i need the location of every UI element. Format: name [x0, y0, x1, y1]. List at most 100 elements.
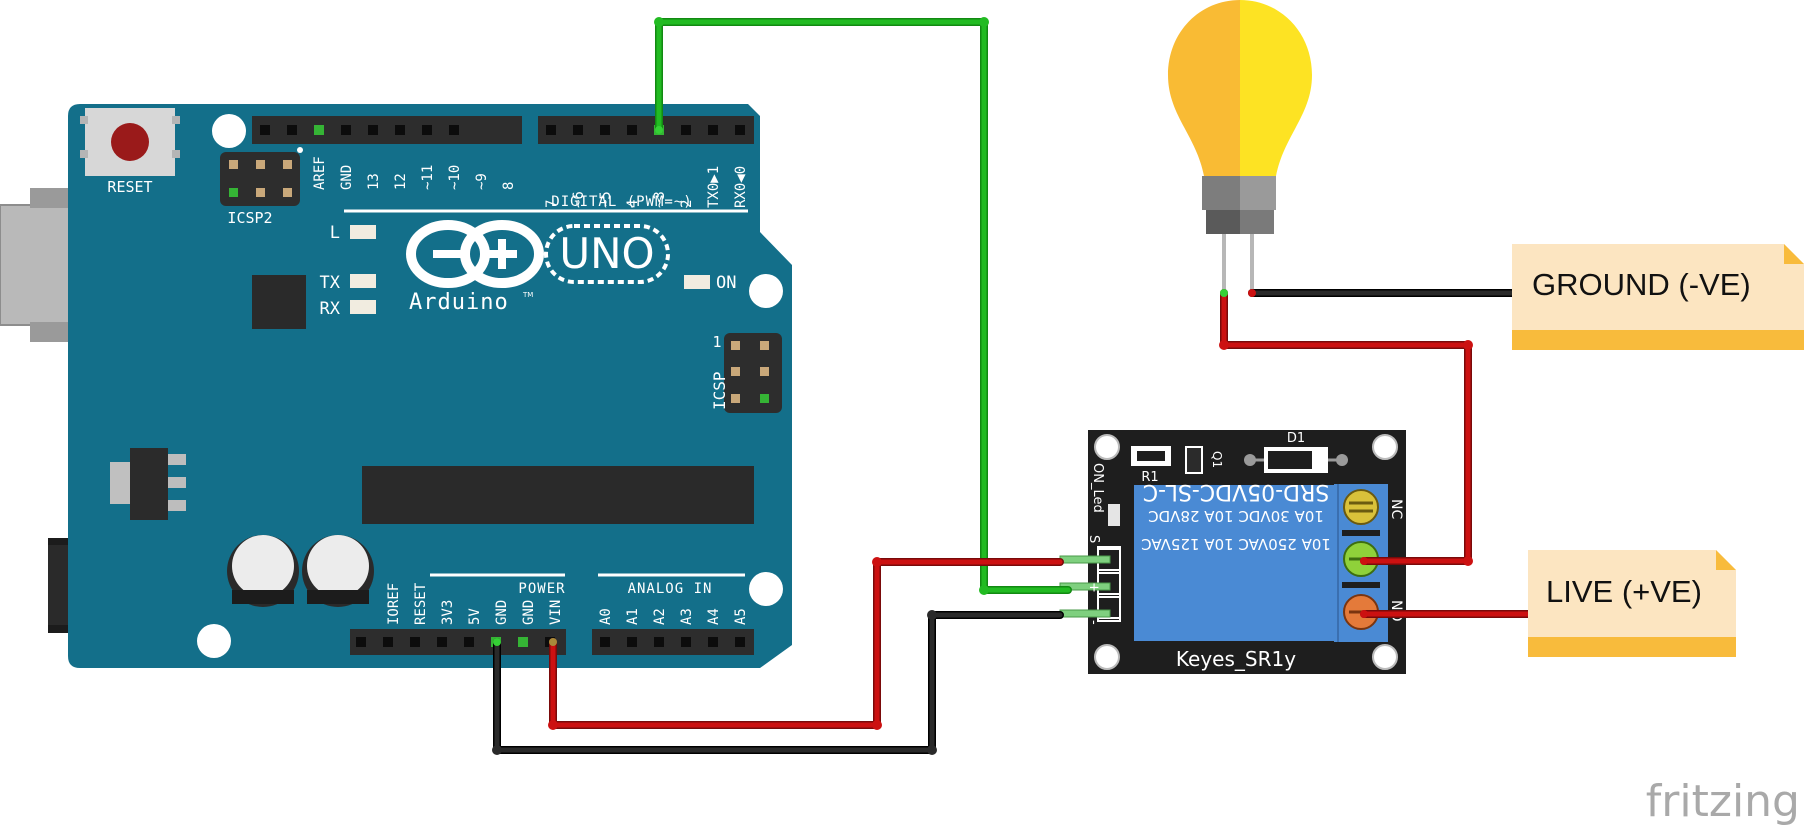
pin-label: RESET — [413, 582, 429, 625]
header-pin[interactable] — [395, 125, 405, 135]
header-pin[interactable] — [437, 637, 447, 647]
usb-chip — [252, 275, 306, 329]
header-pin[interactable] — [681, 125, 691, 135]
transistor-q1 — [1185, 446, 1203, 474]
header-pin[interactable] — [627, 125, 637, 135]
pin-label: TX0▶1 — [706, 166, 722, 208]
led-l-label: L — [330, 223, 340, 243]
digital-header-left — [252, 116, 522, 144]
pin-label: A2 — [652, 608, 668, 625]
pin-label: ~5 — [598, 191, 614, 208]
uno-badge — [544, 224, 670, 284]
header-pin[interactable] — [708, 125, 718, 135]
pin-label: AREF — [312, 156, 328, 190]
on-led — [1108, 504, 1120, 526]
icsp-pin1-label: 1 — [712, 333, 721, 351]
header-pin[interactable] — [735, 125, 745, 135]
icsp-label: ICSP — [710, 371, 729, 410]
pin-minus-label: - — [1086, 620, 1101, 625]
icsp2-label: ICSP2 — [227, 209, 272, 227]
relay-rating-line-1: 10A 250VAC 10A 125VAC — [1141, 535, 1331, 553]
mount-hole — [749, 572, 783, 606]
header-pin[interactable] — [708, 637, 718, 647]
mount-hole — [212, 114, 246, 148]
header-pin[interactable] — [654, 637, 664, 647]
pin-label: GND — [521, 600, 537, 625]
voltage-regulator — [110, 448, 186, 520]
pin-label: ~10 — [447, 165, 463, 190]
pin-label: A1 — [625, 608, 641, 625]
pin-label: 5V — [467, 608, 483, 625]
arduino-trademark: TM — [522, 291, 533, 299]
header-pin[interactable] — [314, 125, 324, 135]
analog-label: ANALOG IN — [628, 581, 713, 597]
wires — [492, 17, 1532, 755]
pin-label: A5 — [733, 608, 749, 625]
led-l — [350, 225, 376, 239]
header-pin[interactable] — [260, 125, 270, 135]
header-pin[interactable] — [681, 637, 691, 647]
header-pin[interactable] — [383, 637, 393, 647]
note-ground-text: GROUND (-VE) — [1532, 267, 1751, 302]
relay-board-name: Keyes_SR1y — [1176, 647, 1296, 671]
led-tx — [350, 274, 376, 288]
header-pin[interactable] — [341, 125, 351, 135]
header-pin[interactable] — [449, 125, 459, 135]
reset-label: RESET — [107, 178, 152, 196]
header-pin[interactable] — [368, 125, 378, 135]
fritzing-watermark: fritzing — [1646, 776, 1800, 827]
wire-bulb-com — [1219, 289, 1473, 566]
icsp2-header — [220, 152, 300, 206]
header-pin[interactable] — [464, 637, 474, 647]
relay-module: R1 Q1 D1 ON_Led SRD-05VDC-SL-C 10A 250VA… — [1059, 430, 1406, 674]
pin-label: A3 — [679, 608, 695, 625]
header-pin[interactable] — [410, 637, 420, 647]
pin-label: 8 — [501, 182, 517, 190]
analog-pin-labels: A0 A1 A2 A3 A4 A5 — [598, 608, 749, 625]
q1-label: Q1 — [1210, 451, 1224, 468]
uno-text: UNO — [559, 229, 654, 278]
pin-label: ~6 — [571, 191, 587, 208]
header-pin[interactable] — [546, 125, 556, 135]
header-pin[interactable] — [518, 637, 528, 647]
terminal-screw-nc[interactable] — [1343, 489, 1379, 525]
header-pin[interactable] — [600, 637, 610, 647]
arduino-brand: Arduino — [409, 290, 509, 315]
power-header — [350, 629, 566, 655]
header-pin[interactable] — [422, 125, 432, 135]
mount-hole — [749, 274, 783, 308]
pin-label: A4 — [706, 608, 722, 625]
pin-label: 4 — [625, 200, 641, 208]
atmega328-chip — [362, 466, 754, 524]
pin-label: ~11 — [420, 165, 436, 190]
pin-label: RX0◀0 — [733, 166, 749, 208]
header-pin[interactable] — [735, 637, 745, 647]
header-pin[interactable] — [600, 125, 610, 135]
power-label: POWER — [518, 581, 565, 597]
pin-label: 3V3 — [440, 600, 456, 625]
capacitor — [227, 535, 299, 607]
r1-label: R1 — [1141, 470, 1158, 485]
pin-label: GND — [339, 165, 355, 190]
pin-label: VIN — [548, 600, 564, 625]
header-pin[interactable] — [627, 637, 637, 647]
pin-label: 2 — [679, 200, 695, 208]
mount-hole — [197, 624, 231, 658]
nc-label: NC — [1388, 499, 1404, 519]
relay-rating-line-2: 10A 30VDC 10A 28VDC — [1148, 507, 1324, 525]
pin-label: A0 — [598, 608, 614, 625]
reset-button[interactable] — [80, 108, 180, 176]
pin-label: GND — [494, 600, 510, 625]
relay-model-text: SRD-05VDC-SL-C — [1143, 479, 1330, 504]
header-pin[interactable] — [356, 637, 366, 647]
header-pin[interactable] — [573, 125, 583, 135]
digital-label: DIGITAL (PWM=~) — [551, 194, 692, 210]
pin-s-label: S — [1086, 535, 1101, 543]
header-pin[interactable] — [287, 125, 297, 135]
pin-label: 12 — [393, 173, 409, 190]
